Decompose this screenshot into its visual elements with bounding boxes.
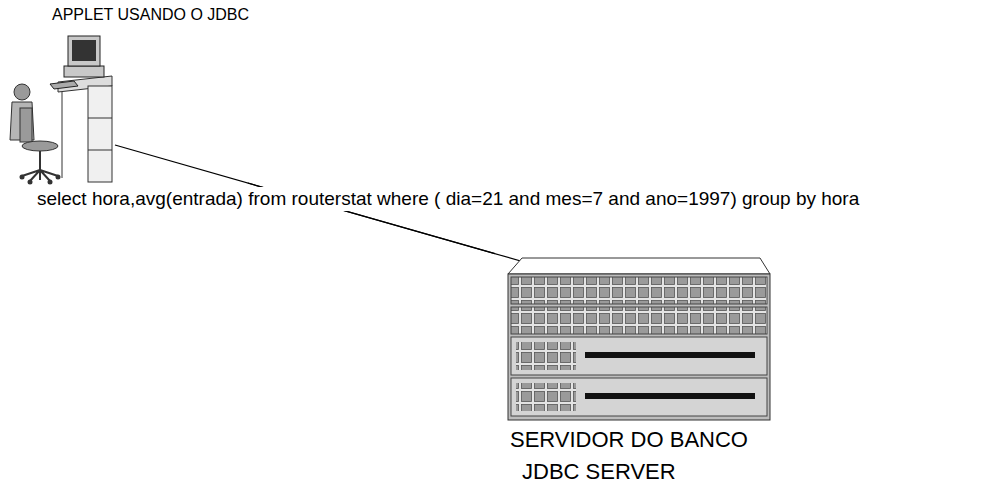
chair-base: [22, 170, 58, 181]
person-head: [14, 84, 30, 100]
drive-bay: [511, 378, 767, 416]
desk-leg: [62, 92, 63, 178]
server-icon: [508, 258, 770, 420]
chair-post: [39, 151, 41, 170]
chair-wheel: [56, 175, 61, 180]
monitor: [68, 36, 100, 66]
server-top: [508, 258, 770, 274]
server-role: JDBC SERVER: [522, 461, 676, 483]
drawer-line: [88, 118, 112, 119]
drive-bay: [516, 383, 576, 411]
tape-slot: [585, 393, 755, 399]
client-heading: APPLET USANDO O JDBC: [52, 5, 249, 25]
monitor-screen: [72, 40, 96, 61]
computer-case: [64, 66, 104, 77]
desk-cabinet: [88, 86, 112, 182]
drawer-line: [88, 150, 112, 151]
sql-query: select hora,avg(entrada) from routerstat…: [35, 187, 861, 211]
drive-bay: [516, 342, 576, 370]
chair-wheel: [28, 180, 33, 185]
drive-bay: [511, 337, 767, 375]
server-body: [508, 274, 770, 420]
network-wire: [115, 145, 545, 268]
database-server: SERVIDOR DO BANCO JDBC SERVER: [495, 240, 785, 484]
drive-bay: [511, 307, 767, 334]
tape-slot: [585, 352, 755, 358]
drive-bay: [511, 277, 767, 304]
network-connection: [248, 183, 495, 254]
chair-seat: [22, 141, 58, 151]
workstation-icon: [10, 36, 112, 185]
keyboard: [50, 81, 78, 89]
server-name: SERVIDOR DO BANCO: [510, 428, 748, 452]
chair-wheel: [20, 175, 25, 180]
chair-wheel: [48, 180, 53, 185]
chair-back: [20, 108, 32, 142]
applet-client: APPLET USANDO O JDBC: [8, 3, 258, 183]
